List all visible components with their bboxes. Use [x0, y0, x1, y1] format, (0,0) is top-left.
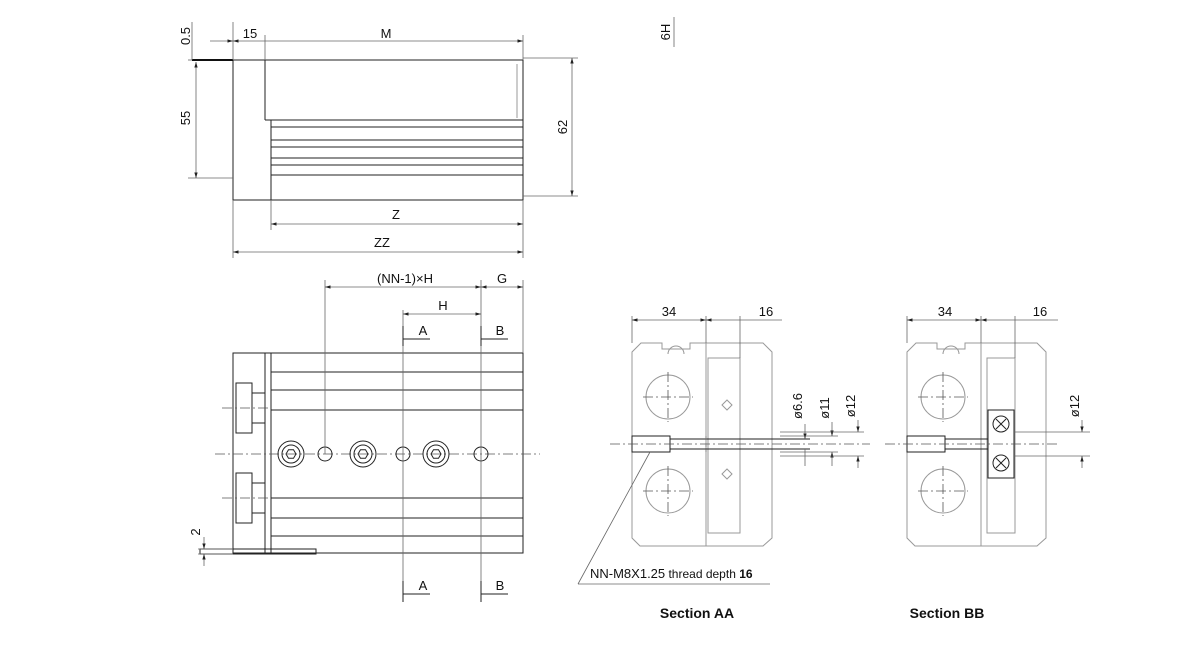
dim-z-label: Z	[392, 207, 400, 222]
section-aa-outline	[631, 342, 773, 547]
section-aa-caption: Section AA	[660, 605, 734, 621]
section-a-top-label: A	[419, 323, 428, 338]
bb-dim-d12-label: ø12	[1067, 395, 1082, 417]
counterbore-hole	[277, 440, 305, 468]
bb-dim-34-label: 34	[938, 304, 952, 319]
aa-dim-d6-6-label: ø6.6	[790, 393, 805, 419]
bb-dim-16-label: 16	[1033, 304, 1047, 319]
dim-zz-label: ZZ	[374, 235, 390, 250]
bottom-plate	[199, 548, 317, 555]
section-bb: 34 16 ø12 Section BB	[885, 304, 1090, 621]
section-b-bottom-label: B	[496, 578, 505, 593]
dim-15-label: 15	[243, 26, 257, 41]
dim-h-label: H	[438, 298, 447, 313]
dim-g-label: G	[497, 271, 507, 286]
dim-0-5-label: 0.5	[178, 27, 193, 45]
aa-dim-16-label: 16	[759, 304, 773, 319]
dim-2-label: 2	[188, 528, 203, 535]
top-view: 15 M 0.5 55 62 Z ZZ 6H	[178, 17, 675, 258]
aa-dim-d11-label: ø11	[817, 397, 832, 418]
dim-m-label: M	[381, 26, 392, 41]
section-bb-caption: Section BB	[910, 605, 985, 621]
section-aa: 34 16 ø6.6 ø11 ø12 NN-M8X1.25 thread dep…	[577, 304, 870, 621]
aa-thread-note: NN-M8X1.25 thread depth 16	[590, 566, 753, 581]
section-a-bottom-label: A	[419, 578, 428, 593]
front-view: (NN-1)×H G H A B A B 2	[188, 271, 540, 602]
dim-55-label: 55	[178, 111, 193, 125]
dim-62-label: 62	[555, 120, 570, 134]
dim-h9-label: 6H	[658, 24, 673, 41]
dim-nn-h-label: (NN-1)×H	[377, 271, 433, 286]
section-bb-outline	[906, 342, 1047, 547]
aa-dim-d12-label: ø12	[843, 395, 858, 417]
front-body-outline	[232, 352, 524, 554]
counterbore-hole	[349, 440, 377, 468]
top-body-outline	[232, 59, 524, 201]
section-b-top-label: B	[496, 323, 505, 338]
counterbore-hole	[422, 440, 450, 468]
aa-dim-34-label: 34	[662, 304, 676, 319]
